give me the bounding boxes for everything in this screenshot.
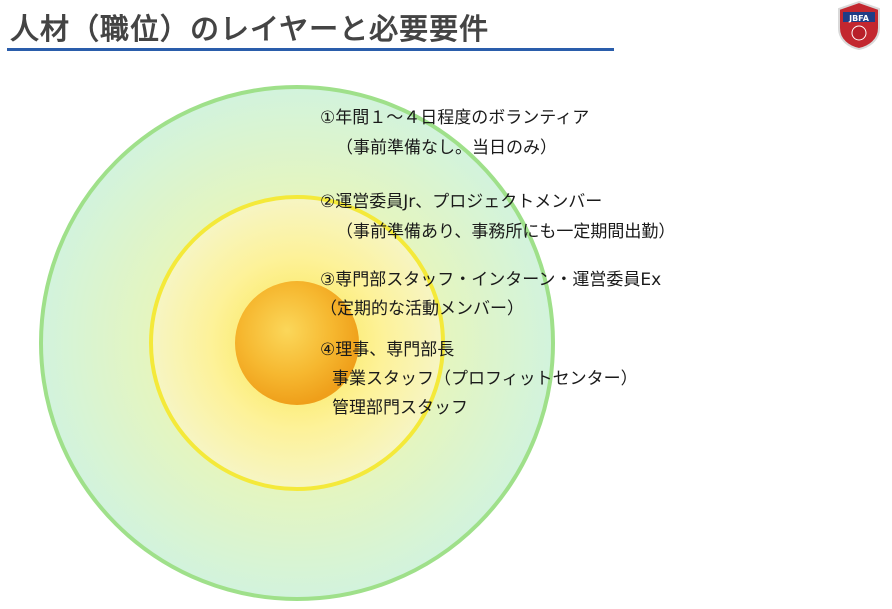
logo-shield-band xyxy=(843,12,875,22)
layer-core-circle xyxy=(235,281,359,405)
jbfa-logo-icon: JBFA xyxy=(838,0,880,50)
layer-4-line2: 事業スタッフ（プロフィットセンター） xyxy=(332,369,638,389)
layer-1-line2: （事前準備なし。当日のみ） xyxy=(336,138,557,158)
logo-text: JBFA xyxy=(848,14,870,23)
layer-2-line1: ②運営委員Jr、プロジェクトメンバー xyxy=(320,192,603,212)
layer-1-line1: ①年間１～４日程度のボランティア xyxy=(320,108,590,128)
layer-2-line2: （事前準備あり、事務所にも一定期間出勤） xyxy=(336,222,676,242)
layer-3-line1: ③専門部スタッフ・インターン・運営委員Ex xyxy=(320,270,662,290)
layer-4-line3: 管理部門スタッフ xyxy=(332,398,468,418)
logo-emblem xyxy=(851,25,867,41)
layer-4-line1: ④理事、専門部長 xyxy=(320,340,455,360)
layer-3-line2: （定期的な活動メンバー） xyxy=(320,299,524,319)
title-underline xyxy=(7,48,614,51)
page-title: 人材（職位）のレイヤーと必要要件 xyxy=(10,12,490,46)
